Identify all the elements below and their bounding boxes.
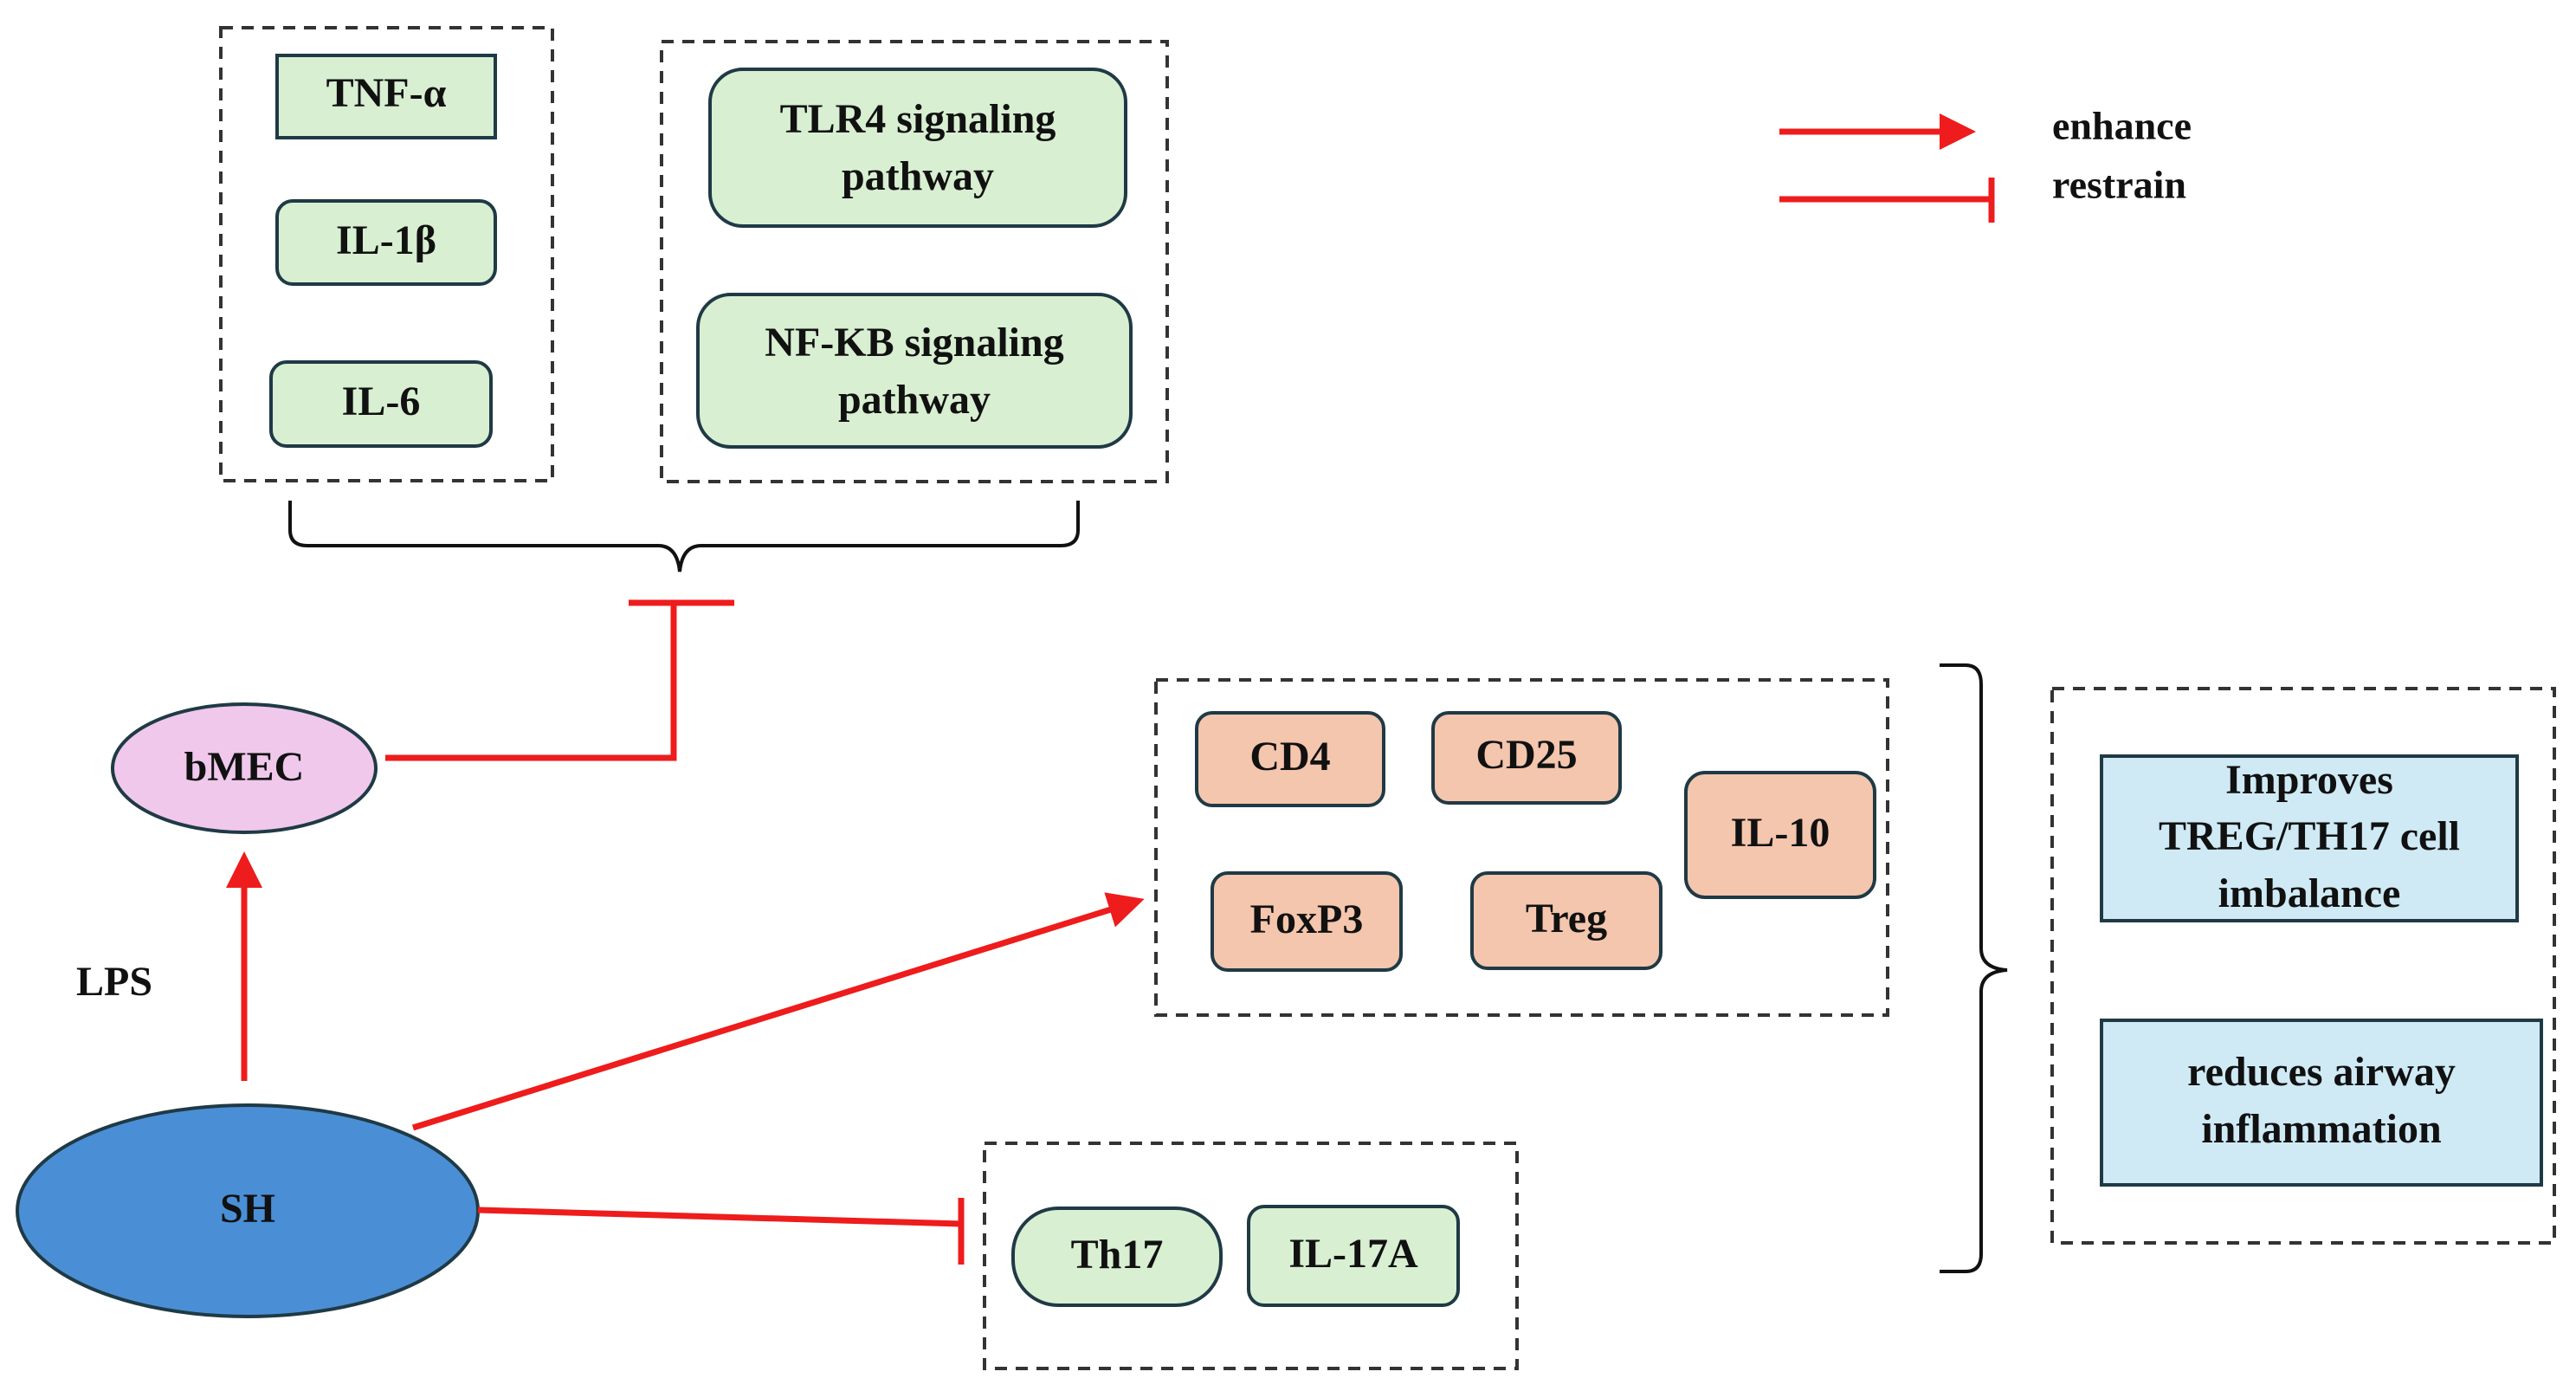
il-17a-label: IL-17A xyxy=(1288,1231,1418,1277)
il-10-node xyxy=(1684,771,1876,899)
legend-restrain-label: restrain xyxy=(2052,163,2186,207)
reduces-label-line2: inflammation xyxy=(2201,1106,2441,1152)
sh-to-treg-arrow xyxy=(411,892,1145,1131)
improves-label-line1: Improves xyxy=(2225,757,2393,803)
right-brace xyxy=(1940,663,2008,1273)
th17-node xyxy=(1011,1207,1223,1307)
nfkb-pathway-node xyxy=(696,293,1133,449)
tlr4-pathway-node xyxy=(708,68,1127,228)
il-1b-label: IL-1β xyxy=(336,217,436,263)
treg-dashed-box xyxy=(1154,678,1889,1017)
il-1b-node xyxy=(275,199,497,286)
bmec-restrain-line xyxy=(385,603,677,761)
improves-node xyxy=(2100,754,2519,922)
sh-label: SH xyxy=(220,1186,275,1232)
th17-label: Th17 xyxy=(1071,1232,1164,1278)
reduces-label-line1: reduces airway xyxy=(2187,1049,2456,1095)
cytokine-group: TNF-α IL-1β IL-6 xyxy=(219,26,554,482)
outcomes-dashed-box xyxy=(2050,687,2556,1245)
cd25-node xyxy=(1431,711,1622,805)
treg-label: Treg xyxy=(1526,896,1607,941)
foxp3-label: FoxP3 xyxy=(1250,896,1364,942)
tlr4-label-line2: pathway xyxy=(842,153,994,199)
il-10-label: IL-10 xyxy=(1731,810,1830,856)
cd4-label: CD4 xyxy=(1249,734,1330,780)
il-17a-node xyxy=(1247,1205,1460,1307)
cd4-node xyxy=(1195,711,1385,807)
nfkb-label-line1: NF-KB signaling xyxy=(765,320,1063,366)
legend: enhance restrain xyxy=(1779,104,2192,223)
legend-enhance-label: enhance xyxy=(2052,104,2192,148)
lps-label: LPS xyxy=(76,959,152,1005)
il-6-node xyxy=(269,360,493,448)
treg-node xyxy=(1470,871,1662,970)
outcomes-group: Improves TREG/TH17 cell imbalance reduce… xyxy=(2050,687,2556,1245)
pathway-dashed-box xyxy=(660,40,1169,483)
bmec-label: bMEC xyxy=(184,744,305,790)
il-6-label: IL-6 xyxy=(342,378,421,424)
treg-group: CD4 CD25 IL-10 FoxP3 Treg xyxy=(1154,678,1889,1017)
pathway-group: TLR4 signaling pathway NF-KB signaling p… xyxy=(660,40,1169,483)
th17-dashed-box xyxy=(983,1142,1519,1370)
improves-label-line3: imbalance xyxy=(2218,870,2401,916)
improves-label-line2: TREG/TH17 cell xyxy=(2159,813,2460,859)
tlr4-label-line1: TLR4 signaling xyxy=(780,96,1056,142)
foxp3-node xyxy=(1211,871,1403,972)
reduces-node xyxy=(2100,1019,2543,1187)
nfkb-label-line2: pathway xyxy=(838,377,991,423)
top-brace xyxy=(288,501,1080,573)
tnf-alpha-label: TNF-α xyxy=(326,70,447,116)
cd25-label: CD25 xyxy=(1475,732,1577,778)
sh-to-th17-restrain-line xyxy=(477,1207,962,1227)
tnf-alpha-node xyxy=(275,54,497,139)
th17-group: Th17 IL-17A xyxy=(983,1142,1519,1370)
bmec-node xyxy=(111,702,378,834)
